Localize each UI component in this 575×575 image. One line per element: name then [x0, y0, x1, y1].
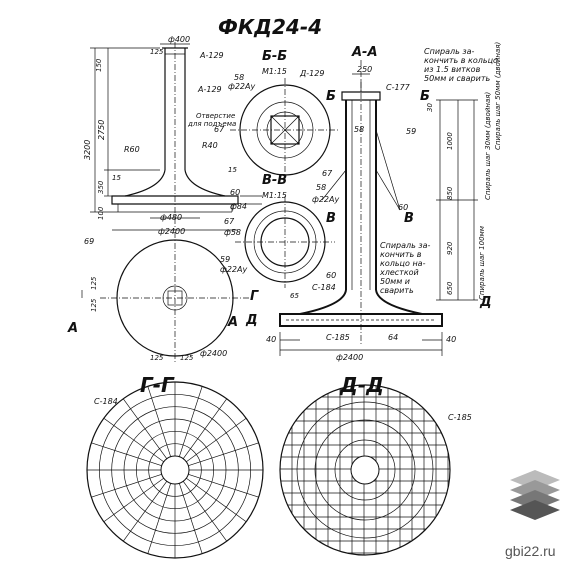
section-vv-title: В-В: [262, 173, 287, 188]
section-gg-title: Г-Г: [140, 373, 175, 397]
dim-58d: 58: [316, 183, 326, 192]
note-mid-1: Спираль за-: [380, 241, 431, 250]
note-mid-2: кончить в: [380, 250, 422, 259]
dim-60: 60: [230, 188, 240, 197]
label-c184a: С-184: [312, 283, 336, 292]
note-top-2: кончить в кольцо: [424, 56, 498, 65]
side-elevation: ф400 125 А-129 150 2750 3200 R60 R40 15 …: [83, 35, 262, 246]
dim-2400-side: ф2400: [158, 227, 185, 236]
section-gg: Г-Г С-184: [86, 373, 264, 559]
dim-480: ф480: [160, 213, 182, 222]
plan-view: А А 125 125 125 125 ф2400: [67, 232, 250, 364]
dim-22b-bb: ф22Ау: [228, 82, 255, 91]
dim-125-b1: 125: [150, 354, 164, 362]
dim-67: 67: [224, 217, 235, 226]
mark-v-right: В: [404, 211, 414, 226]
note-vert-2: Спираль шаг 50мм (двойная): [494, 42, 502, 150]
label-c185a: С-185: [326, 333, 350, 342]
dim-59: 59: [220, 255, 230, 264]
mark-g: Г: [250, 289, 259, 304]
dim-60b: 60: [398, 203, 408, 212]
dim-59b: 59: [406, 127, 416, 136]
dim-58-aa: 58: [354, 125, 364, 134]
dim-850: 850: [446, 186, 454, 200]
note-mid-6: сварить: [380, 286, 414, 295]
dim-22b: ф22Ау: [220, 265, 247, 274]
mesh-gg: [86, 381, 264, 559]
dim-2400-plan: ф2400: [200, 349, 227, 358]
dim-125-l2: 125: [90, 298, 98, 312]
label-c185b: С-185: [448, 413, 472, 422]
dim-650: 650: [446, 281, 454, 295]
section-vv-scale: М1:15: [262, 191, 287, 200]
dim-350: 350: [97, 180, 105, 194]
label-d129: Д-129: [299, 69, 324, 78]
dim-125-b2: 125: [180, 354, 194, 362]
mark-d-left: Д: [245, 313, 258, 328]
watermark-logo: [510, 470, 560, 520]
mark-v-left: В: [326, 211, 336, 226]
label-a129-b: А-129: [197, 85, 222, 94]
dim-40b: 40: [446, 335, 456, 344]
dim-15: 15: [112, 174, 121, 182]
dim-67c: 67: [322, 169, 333, 178]
note-vert-1: Спираль шаг 30мм (двойная): [484, 92, 492, 200]
dim-125-top: 125: [150, 48, 164, 56]
note-top-4: 50мм и сварить: [424, 74, 490, 83]
mesh-dd: [279, 384, 451, 556]
dim-150: 150: [95, 58, 103, 72]
section-bb-scale: М1:15: [262, 67, 287, 76]
mark-b-left: Б: [326, 89, 336, 104]
dim-1000: 1000: [446, 132, 454, 150]
section-aa: А-А 250 С-177 Д-129 58: [245, 42, 502, 362]
dim-65: 65: [290, 292, 299, 300]
drawing-title: ФКД24-4: [218, 15, 322, 39]
dim-100: 100: [97, 206, 105, 220]
dim-250: 250: [357, 65, 372, 74]
section-bb: Б-Б М1:15: [230, 49, 340, 182]
dim-3200: 3200: [83, 140, 92, 160]
section-aa-title: А-А: [351, 45, 378, 60]
dim-15-right: 15: [228, 166, 237, 174]
dim-22b-vv: ф22Ау: [312, 195, 339, 204]
label-c177: С-177: [386, 83, 411, 92]
dim-58c: 58: [234, 73, 244, 82]
dim-r40: R40: [202, 141, 218, 150]
label-c184b: С-184: [94, 397, 118, 406]
watermark-text: gbi22.ru: [505, 543, 556, 559]
dim-920: 920: [446, 241, 454, 255]
note-mid-3: кольцо на-: [380, 259, 426, 268]
section-bb-title: Б-Б: [262, 49, 287, 64]
note-mid-4: хлесткой: [379, 268, 419, 277]
dim-84: ф84: [230, 202, 247, 211]
note-vert-3: Спираль шаг 100мм: [478, 225, 486, 300]
dim-67b: 67: [214, 125, 225, 134]
label-a129-a: А-129: [199, 51, 224, 60]
note-top-3: из 1.5 витков: [424, 65, 481, 74]
dim-2750: 2750: [97, 120, 106, 140]
mark-a-left: А: [67, 321, 78, 336]
mark-a-right: А: [227, 315, 238, 330]
note-podyema: для подъема: [187, 120, 236, 128]
mark-b-right: Б: [420, 89, 430, 104]
section-vv: В-В М1:15 67 58 ф22Ау 59 ф22Ау: [220, 169, 339, 288]
dim-40a: 40: [266, 335, 276, 344]
dim-2400-aa: ф2400: [336, 353, 363, 362]
dim-60c: 60: [326, 271, 336, 280]
note-top-1: Спираль за-: [424, 47, 475, 56]
mark-d-right: Д: [479, 295, 492, 310]
dim-30: 30: [426, 103, 434, 112]
dim-d400: ф400: [168, 35, 190, 44]
section-dd: Д-Д С-185: [279, 373, 472, 556]
dim-69: 69: [84, 237, 94, 246]
dim-r60: R60: [124, 145, 140, 154]
dim-58: ф58: [224, 228, 241, 237]
note-otverstie: Отверстие: [196, 112, 235, 120]
dim-64: 64: [388, 333, 398, 342]
note-mid-5: 50мм и: [380, 277, 410, 286]
dim-125-l1: 125: [90, 276, 98, 290]
